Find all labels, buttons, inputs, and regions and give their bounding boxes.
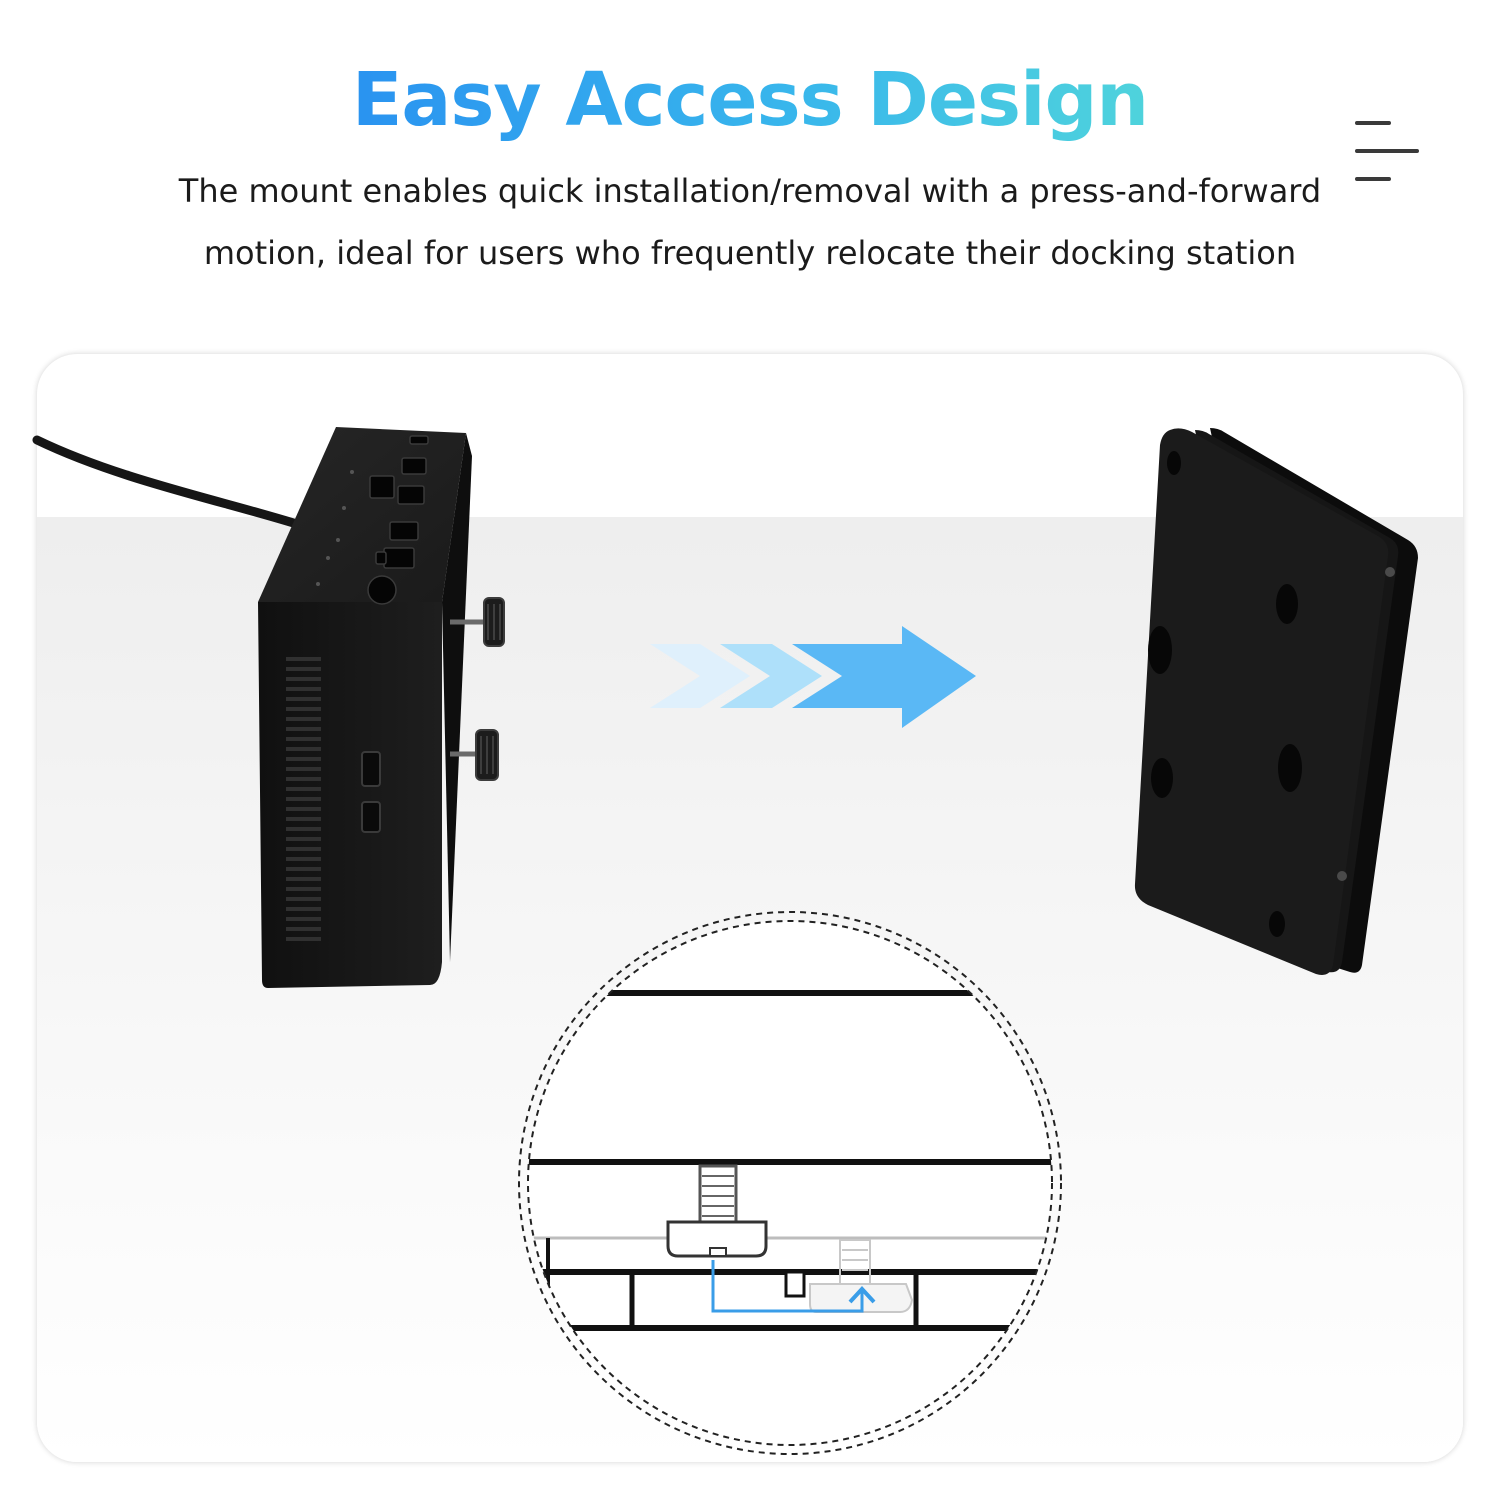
menu-icon[interactable] [1350,118,1422,188]
arrow-right-icon [650,626,976,728]
movement-path [711,1260,864,1313]
thumbscrew-top [450,597,505,647]
thumbscrew-bottom [450,729,499,781]
power-cable [32,435,305,530]
docking-station [258,427,505,988]
page-subtitle: The mount enables quick installation/rem… [100,160,1400,284]
top-ports [367,435,429,605]
vent-grille [286,657,321,941]
front-usb-port [361,751,381,787]
subtitle-line-1: The mount enables quick installation/rem… [178,172,1322,210]
page-title: Easy Access Design [351,57,1149,143]
mounting-plate [1134,428,1418,975]
subtitle-line-2: motion, ideal for users who frequently r… [203,234,1297,272]
detail-magnifier [518,911,1062,1455]
front-usb-c-port [361,801,381,833]
arrow-up-icon [848,1286,876,1304]
